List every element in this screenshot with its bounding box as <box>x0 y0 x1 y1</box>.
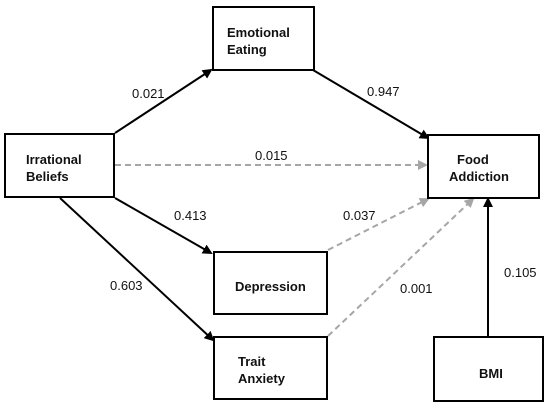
node-irrational-beliefs-line1: Irrational <box>26 152 82 167</box>
coef-ib-to-ee: 0.021 <box>132 86 165 101</box>
coef-ib-to-ta: 0.603 <box>110 278 143 293</box>
node-depression-line1: Depression <box>235 279 306 294</box>
node-emotional-eating: Emotional Eating <box>212 6 315 71</box>
arrow-ee-to-fa <box>312 69 430 140</box>
coef-ta-to-fa: 0.001 <box>400 281 433 296</box>
node-bmi: BMI <box>433 336 544 402</box>
node-trait-anxiety: Trait Anxiety <box>213 336 328 400</box>
coef-ib-to-dep: 0.413 <box>174 208 207 223</box>
node-depression: Depression <box>213 251 328 315</box>
node-emotional-eating-line2: Eating <box>227 42 267 57</box>
node-bmi-line1: BMI <box>479 366 503 381</box>
node-food-addiction: Food Addiction <box>427 134 540 199</box>
node-food-addiction-line1: Food <box>457 152 489 167</box>
node-trait-anxiety-line2: Anxiety <box>238 371 285 386</box>
arrow-ib-to-ee <box>114 68 213 134</box>
node-emotional-eating-line1: Emotional <box>227 25 290 40</box>
arrow-ta-to-fa <box>327 197 475 337</box>
arrow-dep-to-fa <box>327 198 430 251</box>
coef-ee-to-fa: 0.947 <box>367 84 400 99</box>
node-irrational-beliefs: Irrational Beliefs <box>4 133 115 198</box>
coef-dep-to-fa: 0.037 <box>343 208 376 223</box>
node-trait-anxiety-line1: Trait <box>238 354 266 369</box>
node-food-addiction-line2: Addiction <box>449 169 509 184</box>
arrow-ib-to-ta <box>59 197 215 342</box>
coef-bmi-to-fa: 0.105 <box>504 265 537 280</box>
arrow-ib-to-dep <box>114 197 213 254</box>
coef-ib-to-fa: 0.015 <box>255 148 288 163</box>
node-irrational-beliefs-line2: Beliefs <box>26 169 69 184</box>
